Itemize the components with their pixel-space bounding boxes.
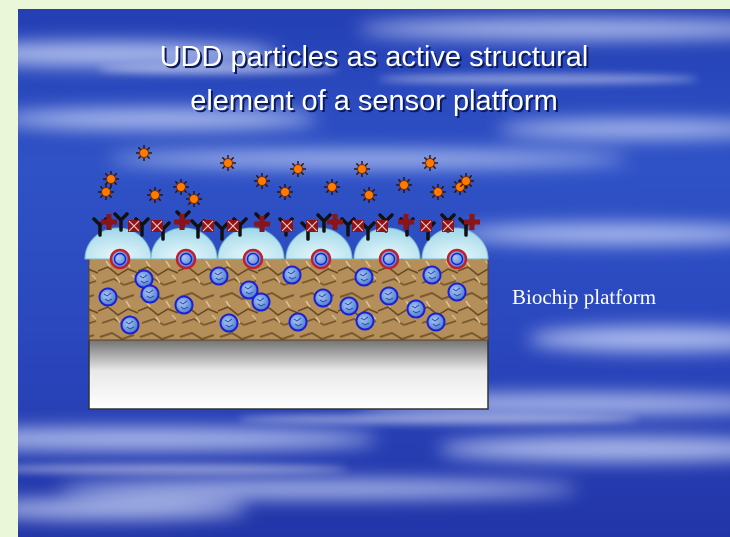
udd-particle <box>174 295 194 315</box>
antigen-icon <box>254 216 270 232</box>
target-molecule-icon <box>98 184 114 200</box>
target-molecule-icon <box>361 187 377 203</box>
slide-title: UDD particles as active structural eleme… <box>18 35 730 123</box>
target-molecule-icon <box>220 155 236 171</box>
target-molecule-icon <box>396 177 412 193</box>
hydrogel-dome <box>217 227 285 270</box>
linker-icon <box>202 220 214 232</box>
udd-particle <box>120 315 140 335</box>
target-molecule-icon <box>354 161 370 177</box>
udd-particle <box>339 296 359 316</box>
hydrogel-dome <box>285 227 353 270</box>
antigen-icon <box>398 214 414 230</box>
hydrogel-dome <box>353 227 421 270</box>
udd-particle <box>98 287 118 307</box>
target-molecule-icon <box>254 173 270 189</box>
udd-particle <box>354 267 374 287</box>
antibody-icon <box>214 221 230 241</box>
target-molecule-icon <box>147 187 163 203</box>
udd-particle <box>379 286 399 306</box>
target-molecule-icon <box>277 184 293 200</box>
biochip-platform-label: Biochip platform <box>512 285 657 309</box>
sensor-diagram <box>84 145 489 410</box>
target-molecule-icon <box>186 191 202 207</box>
title-line-2: element of a sensor platform <box>190 85 558 117</box>
antibody-icon <box>113 212 129 232</box>
udd-particle <box>313 288 333 308</box>
linker-icon <box>306 220 318 232</box>
udd-particle <box>447 282 467 302</box>
linker-icon <box>151 220 163 232</box>
target-molecule-icon <box>173 179 189 195</box>
title-line-1: UDD particles as active structural <box>159 41 589 73</box>
udd-particle <box>426 312 446 332</box>
target-molecule-icon <box>103 171 119 187</box>
hydrogel-dome <box>421 227 489 270</box>
udd-particle <box>422 265 442 285</box>
linker-icon <box>281 220 293 232</box>
udd-particle <box>378 248 400 270</box>
antibody-icon <box>316 213 332 233</box>
slide: UDD particles as active structural eleme… <box>18 9 730 537</box>
linker-icon <box>442 220 454 232</box>
target-molecule-icon <box>290 161 306 177</box>
udd-particle <box>219 313 239 333</box>
udd-particle <box>406 299 426 319</box>
udd-particle <box>175 248 197 270</box>
target-molecule-icon <box>422 155 438 171</box>
hydrogel-dome <box>150 227 218 270</box>
udd-particle <box>288 312 308 332</box>
udd-particle <box>282 265 302 285</box>
metal-substrate <box>88 338 489 410</box>
antigen-icon <box>464 214 480 230</box>
udd-particle <box>209 266 229 286</box>
udd-particle <box>109 248 131 270</box>
udd-particle <box>242 248 264 270</box>
target-molecule-icon <box>430 184 446 200</box>
target-molecule-icon <box>458 173 474 189</box>
target-molecule-icon <box>136 145 152 161</box>
linker-icon <box>420 220 432 232</box>
linker-icon <box>227 220 239 232</box>
udd-particle <box>239 280 259 300</box>
sky-background <box>18 19 730 519</box>
linker-icon <box>376 220 388 232</box>
target-molecule-icon <box>324 179 340 195</box>
udd-particle <box>310 248 332 270</box>
linker-icon <box>128 220 140 232</box>
antigen-icon <box>101 214 117 230</box>
udd-particle <box>446 248 468 270</box>
udd-particle <box>251 292 271 312</box>
antigen-icon <box>327 214 343 230</box>
udd-particle <box>355 311 375 331</box>
antigen-icon <box>174 214 190 230</box>
linker-icon <box>352 220 364 232</box>
udd-particle <box>140 284 160 304</box>
